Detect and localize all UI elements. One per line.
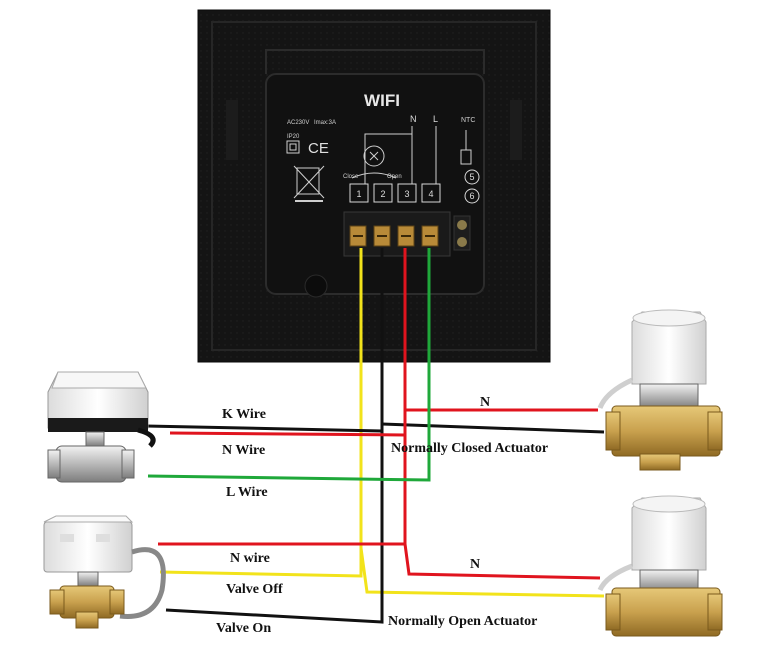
k-wire-label: K Wire	[222, 407, 266, 422]
sensor-terminal-6: 6	[469, 191, 474, 201]
voltage-rating: AC230V	[287, 120, 309, 126]
valve-off-label: Valve Off	[226, 582, 283, 597]
terminal-number-3: 3	[404, 189, 409, 199]
sensor-terminal-5: 5	[469, 172, 474, 182]
wifi-label: WIFI	[364, 91, 400, 110]
black-wire-nc	[381, 422, 605, 434]
wires	[145, 248, 605, 624]
n-label-open-actuator: N	[470, 557, 480, 572]
thermostat-back-panel	[197, 9, 551, 363]
n-label-closed-actuator: N	[480, 395, 490, 410]
ip-rating: IP20	[287, 134, 300, 140]
yellow-wire-to-no-actuator	[359, 547, 605, 598]
n-wire-bottom-label: N wire	[230, 551, 270, 566]
black-wire	[165, 248, 384, 624]
valve-on-label: Valve On	[216, 621, 271, 636]
open-label: Open	[387, 174, 402, 180]
terminal-number-1: 1	[356, 189, 361, 199]
ntc-label: NTC	[461, 117, 475, 124]
red-wire-no-actuator	[403, 543, 601, 580]
normally-open-actuator	[597, 495, 723, 637]
sensor-terminal-6-ring	[464, 188, 480, 204]
terminal-number-2: 2	[380, 189, 385, 199]
weee-bin-icon	[293, 165, 325, 202]
ce-mark: CE	[308, 140, 329, 157]
sensor-terminal-5-ring	[464, 169, 480, 185]
l-wire-label: L Wire	[226, 485, 268, 500]
terminal-number-boxes	[349, 183, 441, 203]
black-wire-k	[145, 424, 383, 433]
green-wire	[147, 248, 431, 482]
terminal-n-label: N	[410, 114, 417, 124]
normally-open-actuator-label: Normally Open Actuator	[388, 614, 537, 629]
terminal-number-4: 4	[428, 189, 433, 199]
n-wire-top-label: N Wire	[222, 443, 265, 458]
bottom-left-three-way-valve	[43, 515, 166, 629]
red-wire-n-top	[169, 431, 406, 437]
current-rating: Imax:3A	[314, 120, 336, 126]
normally-closed-actuator	[597, 309, 723, 471]
close-label: Close	[343, 174, 359, 180]
double-insulation-inner	[289, 143, 297, 151]
yellow-wire	[159, 248, 363, 578]
internal-relay-schematic	[351, 126, 472, 184]
terminal-l-label: L	[433, 114, 438, 124]
top-left-motorized-valve	[47, 371, 156, 483]
double-insulation-icon	[286, 140, 300, 154]
normally-closed-actuator-label: Normally Closed Actuator	[391, 441, 548, 456]
